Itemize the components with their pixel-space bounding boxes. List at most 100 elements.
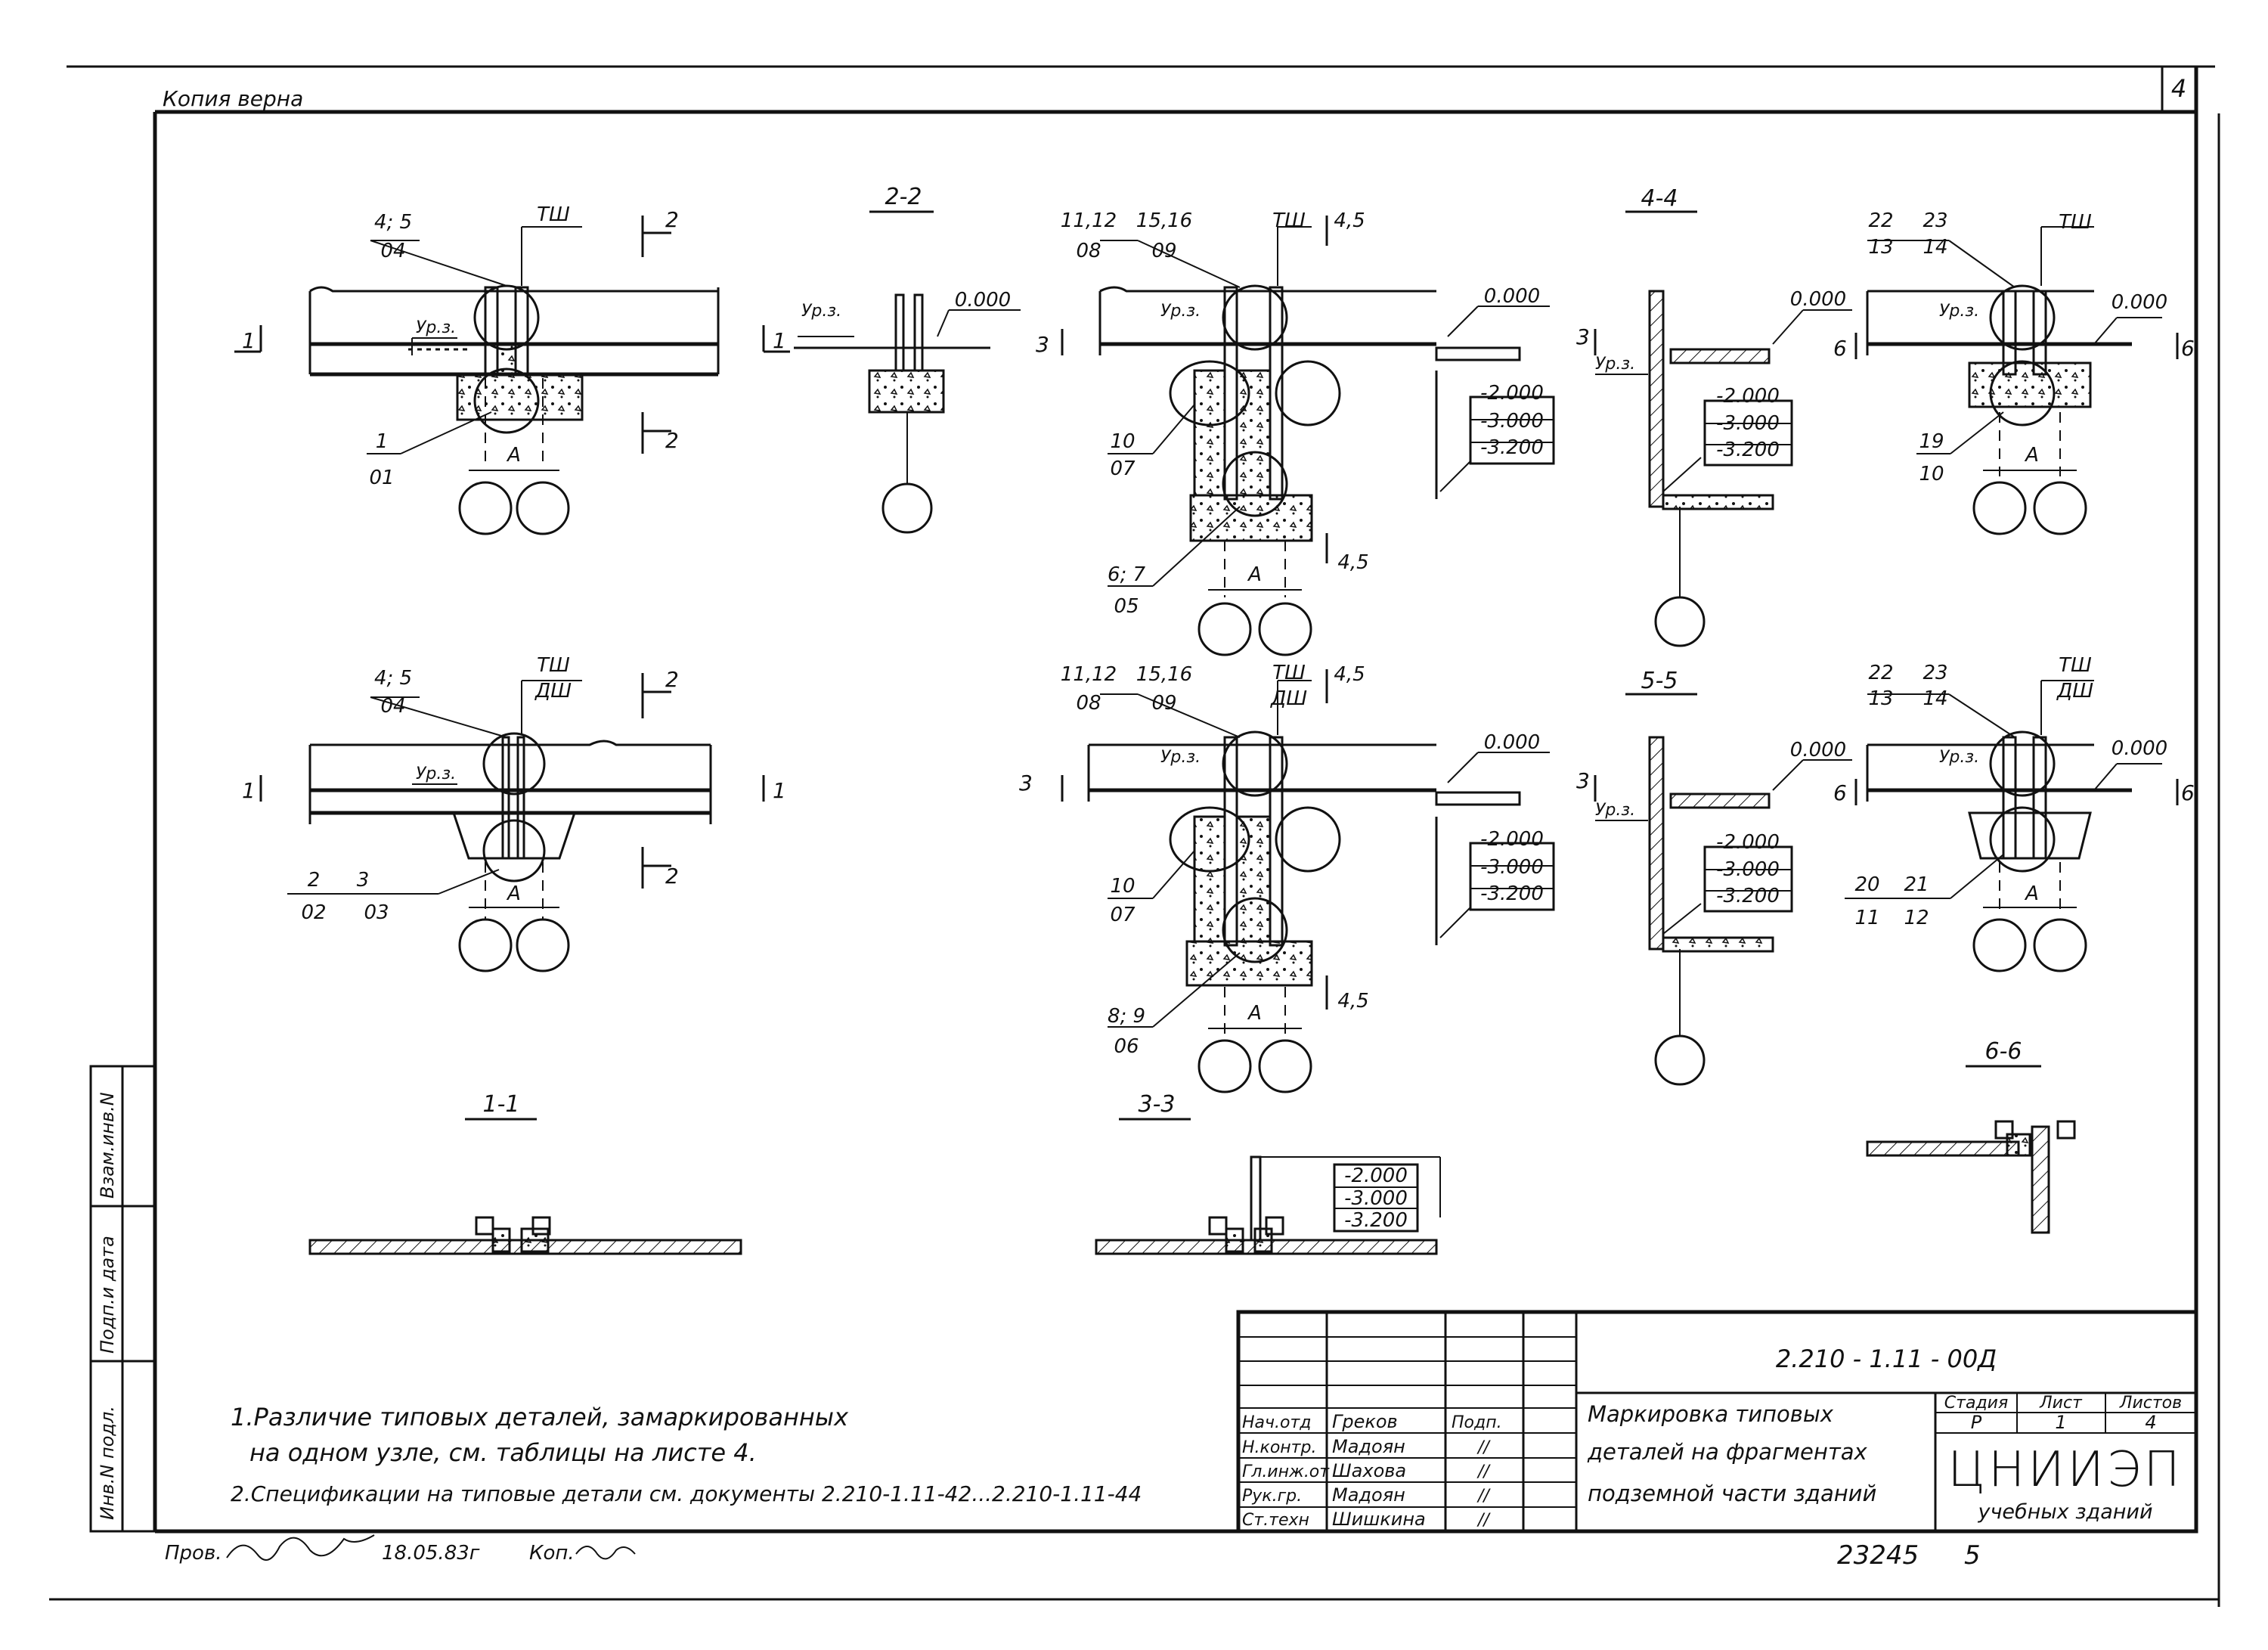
dsh-label: ДШ bbox=[2056, 680, 2093, 702]
cut-4-5-bottom: 4,5 bbox=[1337, 551, 1368, 574]
org-name: ЦНИИЭП bbox=[1947, 1442, 2183, 1498]
section-5-5-title: 5-5 bbox=[1641, 668, 1678, 694]
sheets-header: Листов bbox=[2119, 1394, 2182, 1413]
page-number: 4 bbox=[2171, 74, 2186, 103]
sheet-frame bbox=[49, 65, 2220, 1607]
elev-minus-3000: -3.000 bbox=[1716, 858, 1780, 881]
copier-signature bbox=[575, 1546, 636, 1560]
sign-5: // bbox=[1476, 1511, 1491, 1530]
elev-zero: 0.000 bbox=[2112, 737, 2167, 760]
mark-6-7: 6; 7 bbox=[1108, 563, 1146, 586]
cut-1-left: 1 bbox=[242, 778, 256, 803]
mark-2: 2 bbox=[308, 869, 321, 892]
copied-label: Коп. bbox=[529, 1542, 575, 1565]
mark-05: 05 bbox=[1114, 595, 1139, 618]
name-3: Шахова bbox=[1332, 1460, 1406, 1481]
sign-2: // bbox=[1476, 1438, 1491, 1457]
cut-4-5-top: 4,5 bbox=[1334, 209, 1365, 232]
mark-13: 13 bbox=[1868, 687, 1893, 710]
mark-20: 20 bbox=[1854, 873, 1879, 896]
mark-08: 08 bbox=[1076, 240, 1101, 262]
mark-8-9: 8; 9 bbox=[1108, 1005, 1145, 1028]
elev-minus-3200: -3.200 bbox=[1716, 885, 1780, 907]
role-5: Ст.техн bbox=[1242, 1511, 1309, 1530]
stage-value: Р bbox=[1971, 1412, 1982, 1433]
cut-3-left: 3 bbox=[1019, 771, 1033, 796]
role-2: Н.контр. bbox=[1242, 1438, 1316, 1457]
mark-07: 07 bbox=[1110, 904, 1136, 926]
cut-1-left: 1 bbox=[242, 328, 256, 353]
org-subtitle: учебных зданий bbox=[1977, 1500, 2152, 1524]
side-stamp-inv: Инв.N подл. bbox=[97, 1406, 118, 1520]
role-1: Нач.отд bbox=[1242, 1413, 1312, 1432]
cut-6-right: 6 bbox=[2181, 336, 2195, 361]
side-stamp bbox=[89, 1065, 156, 1533]
doc-code: 2.210 - 1.11 - 00Д bbox=[1776, 1345, 1997, 1373]
elev-zero: 0.000 bbox=[955, 289, 1011, 312]
ground-level-label: Ур.з. bbox=[1939, 748, 1979, 767]
ground-level-label: Ур.з. bbox=[416, 765, 456, 783]
tsh-label: ТШ bbox=[537, 203, 570, 226]
ground-level-label: Ур.з. bbox=[1160, 748, 1201, 767]
note-2: 2.Спецификации на типовые детали см. док… bbox=[231, 1481, 1142, 1506]
note-1-line-1: 1.Различие типовых деталей, замаркирован… bbox=[231, 1403, 849, 1431]
mark-10: 10 bbox=[1110, 430, 1135, 453]
mark-13: 13 bbox=[1868, 236, 1893, 259]
ground-level-label: Ур.з. bbox=[801, 302, 841, 321]
elev-minus-2000: -2.000 bbox=[1716, 385, 1780, 408]
tsh-label: ТШ bbox=[2059, 654, 2092, 677]
mark-03: 03 bbox=[364, 901, 389, 924]
node-middle-left bbox=[259, 673, 765, 972]
cut-2-bottom: 2 bbox=[665, 864, 679, 889]
mark-09: 09 bbox=[1151, 692, 1176, 715]
cut-2-top: 2 bbox=[665, 207, 679, 232]
tsh-label: ТШ bbox=[1272, 209, 1306, 232]
mark-07: 07 bbox=[1110, 457, 1136, 480]
mark-21: 21 bbox=[1904, 873, 1929, 896]
node-top-right bbox=[1854, 226, 2179, 535]
mark-1: 1 bbox=[376, 430, 389, 453]
dsh-label: ДШ bbox=[1270, 687, 1307, 710]
side-stamp-sign: Подп.и дата bbox=[97, 1236, 118, 1354]
format-number: 5 bbox=[1964, 1540, 1981, 1571]
axis-dim-a: А bbox=[1247, 1002, 1262, 1025]
elev-minus-2000: -2.000 bbox=[1716, 831, 1780, 854]
doc-title-line-3: подземной части зданий bbox=[1588, 1481, 1876, 1506]
section-1-1 bbox=[308, 1118, 742, 1255]
doc-title-line-1: Маркировка типовых bbox=[1588, 1401, 1834, 1427]
node-middle-right bbox=[1845, 680, 2179, 972]
mark-19: 19 bbox=[1919, 430, 1944, 453]
mark-4-5-top: 4; 5 bbox=[374, 667, 412, 690]
mark-11-12: 11,12 bbox=[1061, 663, 1117, 686]
elev-minus-3200: -3.200 bbox=[1716, 439, 1780, 461]
node-top-middle bbox=[1061, 216, 1597, 656]
elev-zero: 0.000 bbox=[1790, 288, 1846, 311]
axis-dim-a: А bbox=[1247, 563, 1262, 586]
copy-note: Копия верна bbox=[163, 86, 303, 111]
section-4-4 bbox=[1595, 210, 1852, 647]
ground-level-label: Ур.з. bbox=[1939, 302, 1979, 321]
checker-signature bbox=[226, 1534, 375, 1561]
elev-zero: 0.000 bbox=[1484, 285, 1540, 308]
elev-minus-3000: -3.000 bbox=[1344, 1187, 1408, 1210]
ground-level-label: Ур.з. bbox=[1595, 801, 1635, 820]
elev-minus-3200: -3.200 bbox=[1344, 1209, 1408, 1232]
elev-minus-2000: -2.000 bbox=[1344, 1165, 1408, 1187]
section-2-2-title: 2-2 bbox=[885, 184, 922, 210]
section-3-3 bbox=[1095, 1118, 1441, 1255]
node-middle-middle bbox=[1061, 669, 1597, 1093]
title-block bbox=[1236, 1310, 2198, 1534]
node-top-left bbox=[234, 216, 790, 535]
axis-dim-a: А bbox=[506, 444, 521, 467]
cut-6-right: 6 bbox=[2181, 780, 2195, 805]
side-stamp-replace: Взам.инв.N bbox=[97, 1092, 118, 1199]
mark-11-12: 11,12 bbox=[1061, 209, 1117, 232]
mark-09: 09 bbox=[1151, 240, 1176, 262]
section-1-1-title: 1-1 bbox=[483, 1091, 520, 1118]
section-4-4-title: 4-4 bbox=[1641, 185, 1678, 212]
ground-level-label: Ур.з. bbox=[1595, 355, 1635, 374]
name-2: Мадоян bbox=[1332, 1436, 1405, 1457]
section-5-5 bbox=[1595, 693, 1852, 1086]
mark-02: 02 bbox=[301, 901, 326, 924]
